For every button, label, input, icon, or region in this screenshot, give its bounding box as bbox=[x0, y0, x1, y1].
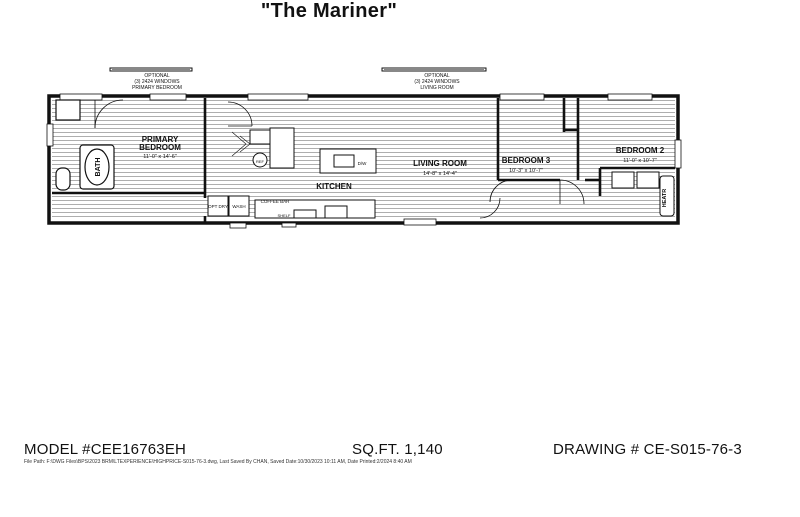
room-label-primary-2: BEDROOM bbox=[139, 143, 181, 152]
option-primary-line-2: (3) 2424 WINDOWS bbox=[134, 79, 180, 85]
plan-title: "The Mariner" bbox=[260, 0, 398, 22]
optional-window-marker-living: OPTIONAL (3) 2424 WINDOWS LIVING ROOM bbox=[381, 67, 487, 91]
option-living-line-2: (3) 2424 WINDOWS bbox=[414, 79, 460, 85]
option-living-line-1: OPTIONAL bbox=[424, 73, 450, 79]
room-label-bath: BATH bbox=[95, 158, 102, 177]
room-dims-primary: 11'-0" x 14'-6" bbox=[143, 154, 176, 160]
room-dims-living: 14'-8" x 14'-4" bbox=[423, 171, 457, 177]
option-living-line-3: LIVING ROOM bbox=[420, 85, 453, 91]
fixture-shelf: SHELF bbox=[278, 213, 291, 218]
room-label-living: LIVING ROOM bbox=[413, 159, 467, 168]
room-dims-bedroom-2: 11'-0" x 10'-7" bbox=[623, 158, 656, 164]
fixture-dw: D/W bbox=[358, 161, 368, 166]
square-footage: SQ.FT. 1,140 bbox=[352, 441, 443, 458]
fixture-wash: WASH bbox=[232, 204, 245, 209]
fixture-ref: REF bbox=[256, 159, 265, 164]
option-primary-line-1: OPTIONAL bbox=[144, 73, 170, 79]
option-primary-line-3: PRIMARY BEDROOM bbox=[132, 85, 182, 91]
room-label-kitchen: KITCHEN bbox=[316, 182, 352, 191]
file-path-fine-print: File Path: F:\DWG Files\BPS\2023 BRM\LTE… bbox=[24, 459, 412, 465]
heater-label: HEATR bbox=[662, 189, 668, 208]
room-label-bedroom-2: BEDROOM 2 bbox=[616, 146, 665, 155]
room-label-bedroom-3: BEDROOM 3 bbox=[502, 156, 551, 165]
optional-window-marker-primary: OPTIONAL (3) 2424 WINDOWS PRIMARY BEDROO… bbox=[109, 67, 193, 91]
model-number: MODEL #CEE16763EH bbox=[24, 441, 187, 458]
room-label-primary-1: PRIMARY bbox=[142, 135, 179, 144]
drawing-number: DRAWING # CE-S015-76-3 bbox=[553, 441, 742, 458]
room-dims-bedroom-3: 10'-3" x 10'-7" bbox=[509, 168, 543, 174]
fixture-opt-dry: OPT DRY bbox=[208, 204, 228, 209]
fixture-coffee-bar: COFFEE BAR bbox=[261, 199, 291, 204]
floor-plan: OPTIONAL (3) 2424 WINDOWS PRIMARY BEDROO… bbox=[46, 67, 682, 229]
